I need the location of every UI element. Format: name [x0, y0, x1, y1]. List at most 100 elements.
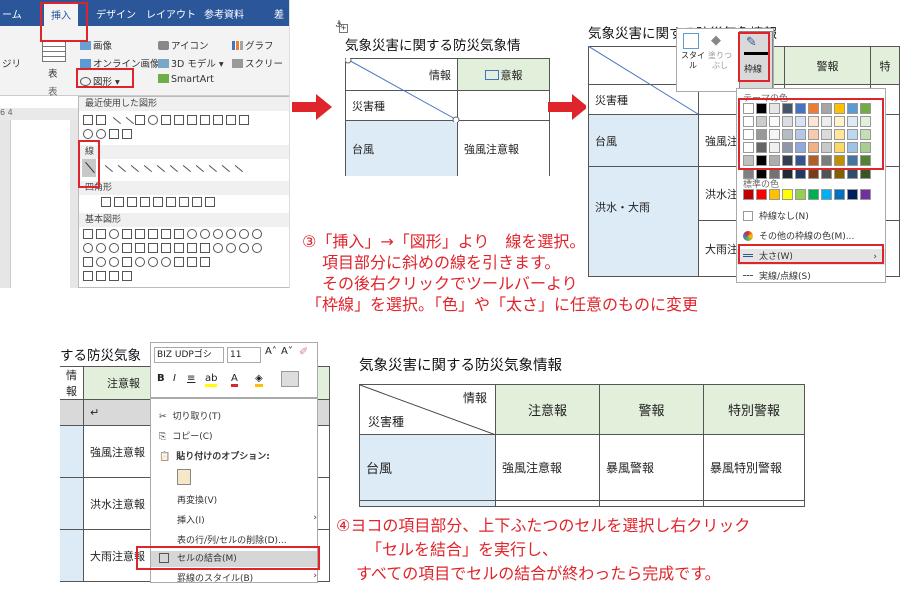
rect-shape-icon[interactable]	[166, 197, 176, 207]
color-swatch[interactable]	[834, 116, 845, 127]
style-button[interactable]: スタイル	[681, 51, 705, 70]
table-select-icon[interactable]: +	[339, 24, 348, 33]
color-swatch[interactable]	[756, 116, 767, 127]
textbox-shape-icon[interactable]	[96, 229, 106, 239]
color-swatch[interactable]	[782, 129, 793, 140]
diagonal-line[interactable]	[588, 46, 700, 116]
font-color-icon[interactable]: A	[231, 373, 238, 387]
connector-shape-icon[interactable]	[174, 115, 184, 125]
highlight-icon[interactable]: ab	[205, 373, 218, 387]
standard-color-swatch[interactable]	[847, 189, 858, 200]
block-arc-icon[interactable]	[83, 257, 93, 267]
chord-icon[interactable]	[96, 243, 106, 253]
line-shape-selected[interactable]	[82, 159, 96, 177]
delete-cells-menu-item[interactable]: 表の行/列/セルの削除(D)...	[177, 536, 287, 546]
header-col2-cell[interactable]: 警報	[784, 46, 871, 85]
arrow-shape-icon[interactable]	[187, 115, 197, 125]
rect-shape-icon[interactable]	[101, 197, 111, 207]
color-swatch[interactable]	[782, 103, 793, 114]
color-swatch[interactable]	[847, 142, 858, 153]
can-icon[interactable]	[200, 243, 210, 253]
hexagon-icon[interactable]	[200, 229, 210, 239]
empty-cell[interactable]	[457, 90, 550, 121]
color-swatch[interactable]	[860, 129, 871, 140]
octagon-icon[interactable]	[226, 229, 236, 239]
hazard-type-cell[interactable]: 災害種	[345, 90, 458, 121]
color-swatch[interactable]	[808, 116, 819, 127]
typhoon-cell[interactable]: 台風	[345, 120, 458, 176]
oval-shape-icon[interactable]	[109, 229, 119, 239]
color-swatch[interactable]	[860, 155, 871, 166]
insert-menu-item[interactable]: 挿入(I)›	[177, 513, 317, 526]
rect-shape-icon[interactable]	[127, 197, 137, 207]
color-swatch[interactable]	[769, 103, 780, 114]
cut-menu-item[interactable]: ✂切り取り(T)	[159, 412, 222, 422]
font-grow-icon[interactable]: A˄	[265, 346, 277, 357]
color-swatch[interactable]	[808, 155, 819, 166]
color-swatch[interactable]	[743, 116, 754, 127]
copy-menu-item[interactable]: ⎘コピー(C)	[159, 432, 213, 442]
parallelogram-icon[interactable]	[148, 229, 158, 239]
color-swatch[interactable]	[743, 155, 754, 166]
paste-keep-icon[interactable]	[177, 469, 191, 485]
textbox-shape-icon[interactable]	[83, 115, 93, 125]
color-swatch[interactable]	[808, 142, 819, 153]
col1-header[interactable]: 注意報	[495, 384, 600, 435]
rounded-rect-icon[interactable]	[114, 197, 124, 207]
rect-shape-icon[interactable]	[153, 197, 163, 207]
shapes-button[interactable]: 図形 ▾	[80, 74, 120, 88]
bold-icon[interactable]: B	[157, 373, 165, 384]
arrow-shape-icon[interactable]	[200, 115, 210, 125]
weight-option[interactable]: 太さ(W)›	[737, 249, 885, 265]
textbox-shape-icon[interactable]	[83, 229, 93, 239]
curve-shape-icon[interactable]	[83, 129, 93, 139]
cross-icon[interactable]	[174, 243, 184, 253]
fill-button[interactable]: 塗りつぶし	[707, 51, 733, 70]
standard-color-swatch[interactable]	[782, 189, 793, 200]
color-swatch[interactable]	[743, 142, 754, 153]
smiley-icon[interactable]	[96, 257, 106, 267]
graph-button[interactable]: グラフ	[232, 38, 274, 52]
merge-cells-menu-item[interactable]: セルの結合(M)	[151, 551, 317, 567]
arrow-shape-icon[interactable]	[239, 115, 249, 125]
color-swatch[interactable]	[821, 103, 832, 114]
border-style-menu-item[interactable]: 罫線のスタイル(B)›	[177, 571, 317, 584]
pentagon-icon[interactable]	[187, 229, 197, 239]
online-image-button[interactable]: オンライン画像	[80, 56, 160, 70]
standard-color-swatch[interactable]	[743, 189, 754, 200]
donut-icon[interactable]	[239, 243, 249, 253]
header-col1-cell[interactable]: 意報	[457, 58, 550, 91]
color-swatch[interactable]	[860, 116, 871, 127]
color-swatch[interactable]	[834, 142, 845, 153]
color-swatch[interactable]	[743, 129, 754, 140]
lightning-icon[interactable]	[122, 257, 132, 267]
standard-color-swatch[interactable]	[756, 189, 767, 200]
standard-color-swatch[interactable]	[795, 189, 806, 200]
icons-button[interactable]: アイコン	[158, 38, 209, 52]
trapezoid-icon[interactable]	[161, 229, 171, 239]
brace-pair-icon[interactable]	[200, 257, 210, 267]
reconvert-menu-item[interactable]: 再変換(V)	[177, 496, 218, 506]
header-col3-cell[interactable]: 特	[870, 46, 900, 85]
color-swatch[interactable]	[821, 129, 832, 140]
tab-insert[interactable]: 挿入	[44, 3, 78, 26]
table-grid-icon[interactable]	[42, 40, 66, 62]
diagonal-stripe-icon[interactable]	[161, 243, 171, 253]
teardrop-icon[interactable]	[109, 243, 119, 253]
color-swatch[interactable]	[847, 155, 858, 166]
cell-strong-wind[interactable]: 強風注意報	[495, 434, 600, 501]
color-swatch[interactable]	[756, 103, 767, 114]
scribble-icon[interactable]	[228, 164, 244, 180]
style-icon[interactable]	[683, 33, 699, 49]
color-swatch[interactable]	[808, 103, 819, 114]
font-shrink-icon[interactable]: A˅	[281, 346, 293, 357]
more-colors-option[interactable]: その他の枠線の色(M)...	[743, 229, 854, 242]
color-swatch[interactable]	[756, 142, 767, 153]
typhoon-cell[interactable]: 台風	[359, 434, 496, 501]
right-bracket-icon[interactable]	[96, 271, 106, 281]
color-swatch[interactable]	[769, 142, 780, 153]
oval-shape-icon[interactable]	[148, 115, 158, 125]
color-swatch[interactable]	[795, 116, 806, 127]
tab-layout[interactable]: レイアウト	[146, 10, 196, 21]
tab-home[interactable]: ーム	[2, 10, 22, 21]
